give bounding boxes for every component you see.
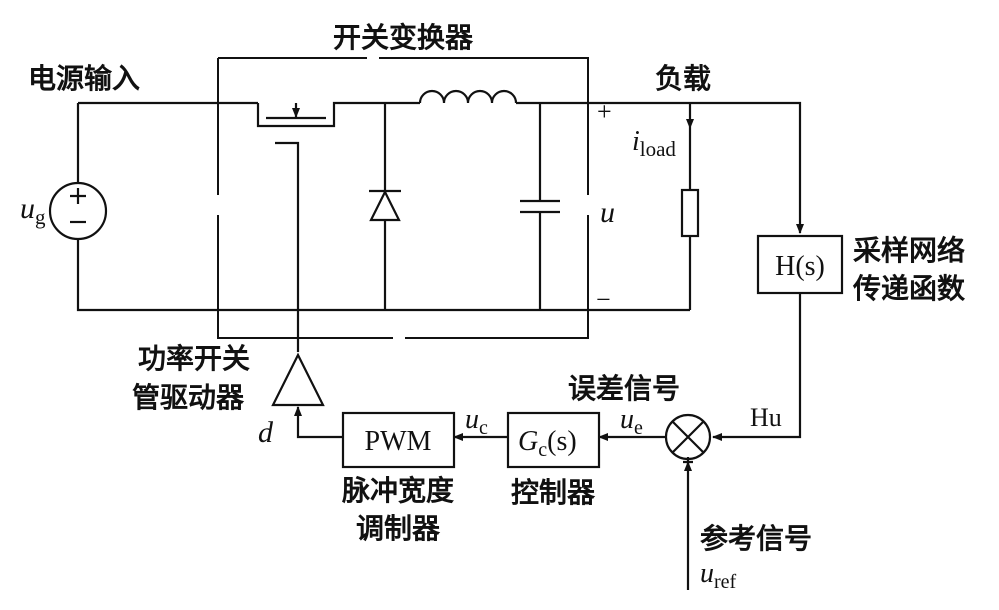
load-label: 负载 [655, 62, 711, 95]
driver-caption-line1: 功率开关 [138, 342, 250, 375]
controller-block-label: Gc(s) [518, 426, 577, 461]
feedback-signal-label: Hu [750, 403, 782, 432]
driver-triangle [271, 352, 325, 407]
error-signal-label: ue [620, 404, 643, 439]
error-signal-caption: 误差信号 [568, 372, 680, 405]
load-resistor [680, 103, 700, 310]
controller-caption: 控制器 [511, 476, 596, 509]
output-minus: − [596, 285, 611, 314]
output-voltage-label: u [600, 196, 615, 229]
sensor-caption-line2: 传递函数 [852, 272, 966, 305]
pwm-caption-line2: 调制器 [356, 512, 441, 545]
source-circuit [48, 101, 690, 312]
forward-path [271, 352, 666, 469]
diode [369, 103, 401, 310]
duty-signal-label: d [258, 416, 274, 449]
source-plus-mark [70, 188, 86, 204]
converter-enclosure [217, 57, 589, 339]
driver-caption-line2: 管驱动器 [132, 381, 245, 414]
reference-caption: 参考信号 [700, 522, 812, 555]
pwm-block [341, 411, 456, 469]
sensing-path [690, 101, 844, 441]
source-symbol: ug [20, 192, 46, 229]
feedback-line [712, 293, 802, 441]
control-signal-label: uc [465, 404, 488, 439]
sensor-block [756, 234, 844, 295]
sensor-block-label: H(s) [775, 251, 825, 282]
load-current-label: iload [632, 126, 676, 161]
controller-block [506, 411, 601, 469]
pwm-block-label: PWM [365, 426, 432, 457]
output-plus: + [597, 97, 612, 126]
sensor-caption-line1: 采样网络 [853, 234, 965, 267]
input-label: 电源输入 [28, 62, 140, 95]
capacitor [520, 103, 560, 310]
voltage-source-symbol [48, 181, 108, 241]
inductor [385, 89, 690, 105]
converter-title: 开关变换器 [333, 21, 474, 54]
mosfet-switch [256, 101, 385, 352]
pwm-caption-line1: 脉冲宽度 [342, 474, 454, 507]
reference-signal-label: uref [700, 558, 737, 593]
